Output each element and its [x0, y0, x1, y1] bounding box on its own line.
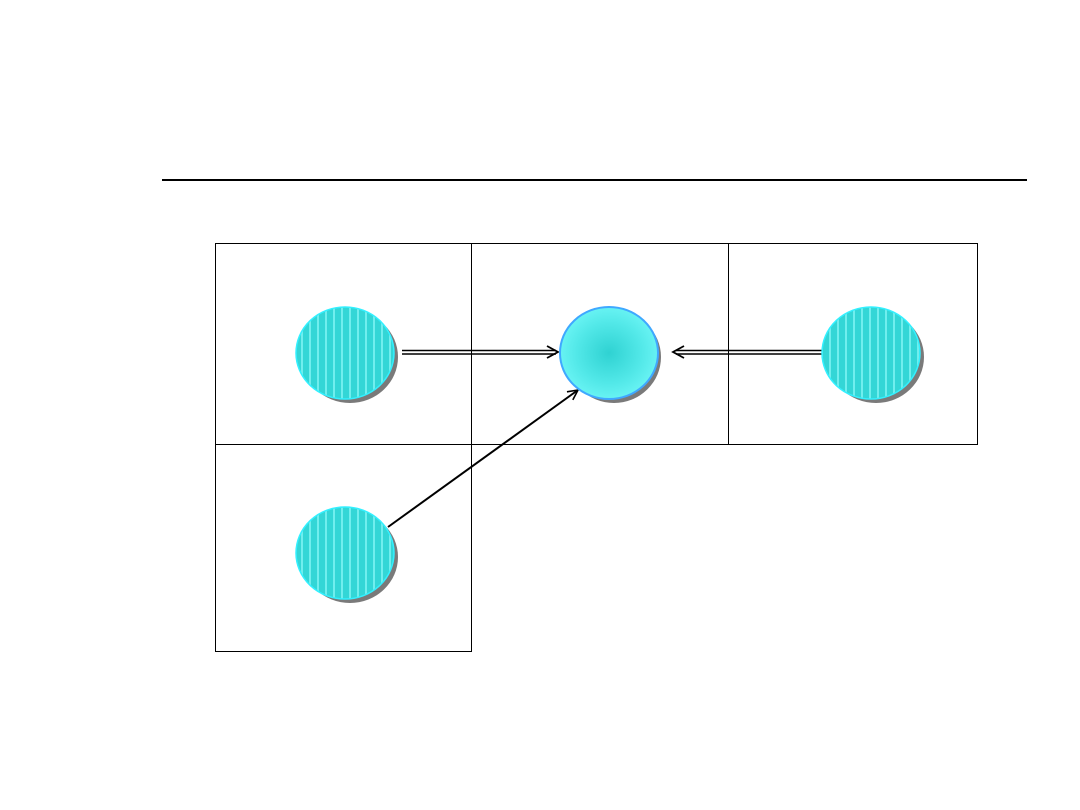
node-center: [559, 306, 661, 403]
grid: [215, 243, 978, 652]
edge-left-to-center: [402, 345, 560, 359]
cell-top-right: [728, 243, 978, 445]
edge-right-to-center: [671, 345, 824, 359]
node-right: [821, 306, 924, 403]
node-bottom-left: [295, 506, 398, 603]
node-left: [295, 306, 398, 403]
edge-bottom-to-center: [387, 390, 578, 528]
cell-bottom-left: [215, 444, 472, 652]
